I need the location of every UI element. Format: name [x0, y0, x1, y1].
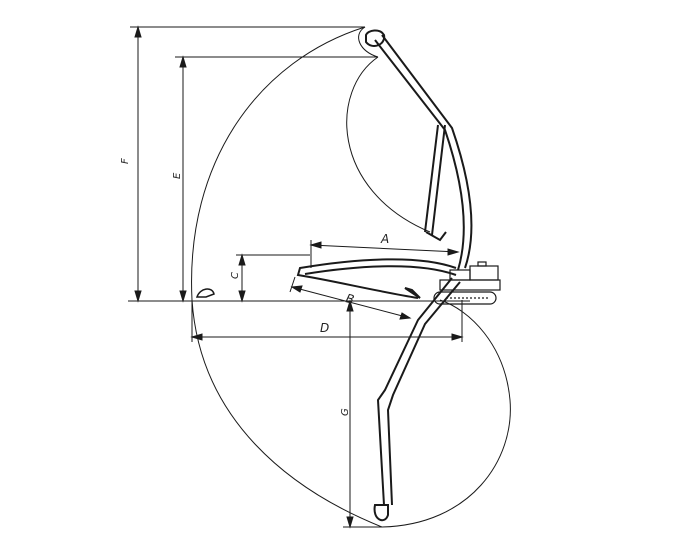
- dim-B: [289, 276, 412, 320]
- label-E: E: [172, 172, 183, 179]
- label-G: G: [340, 408, 351, 416]
- excavator-body: [433, 261, 501, 305]
- boom-high: [365, 29, 473, 271]
- dim-A: [309, 240, 460, 268]
- range-envelope-lower-right: [381, 299, 511, 528]
- bucket-ground: [195, 288, 215, 298]
- label-C: C: [230, 272, 241, 279]
- dim-F: [130, 25, 365, 303]
- boom-horizontal: [296, 258, 457, 299]
- range-envelope-top-cap: [358, 26, 379, 58]
- dim-E: [175, 55, 378, 303]
- dim-C: [236, 253, 310, 303]
- dim-G: [343, 299, 382, 529]
- label-D: D: [320, 321, 329, 335]
- range-envelope-outer: [191, 26, 383, 528]
- range-envelope-inner-top: [346, 56, 431, 233]
- label-B: B: [344, 291, 355, 307]
- boom-down: [373, 277, 461, 522]
- label-A: A: [380, 232, 389, 246]
- label-F: F: [120, 158, 131, 164]
